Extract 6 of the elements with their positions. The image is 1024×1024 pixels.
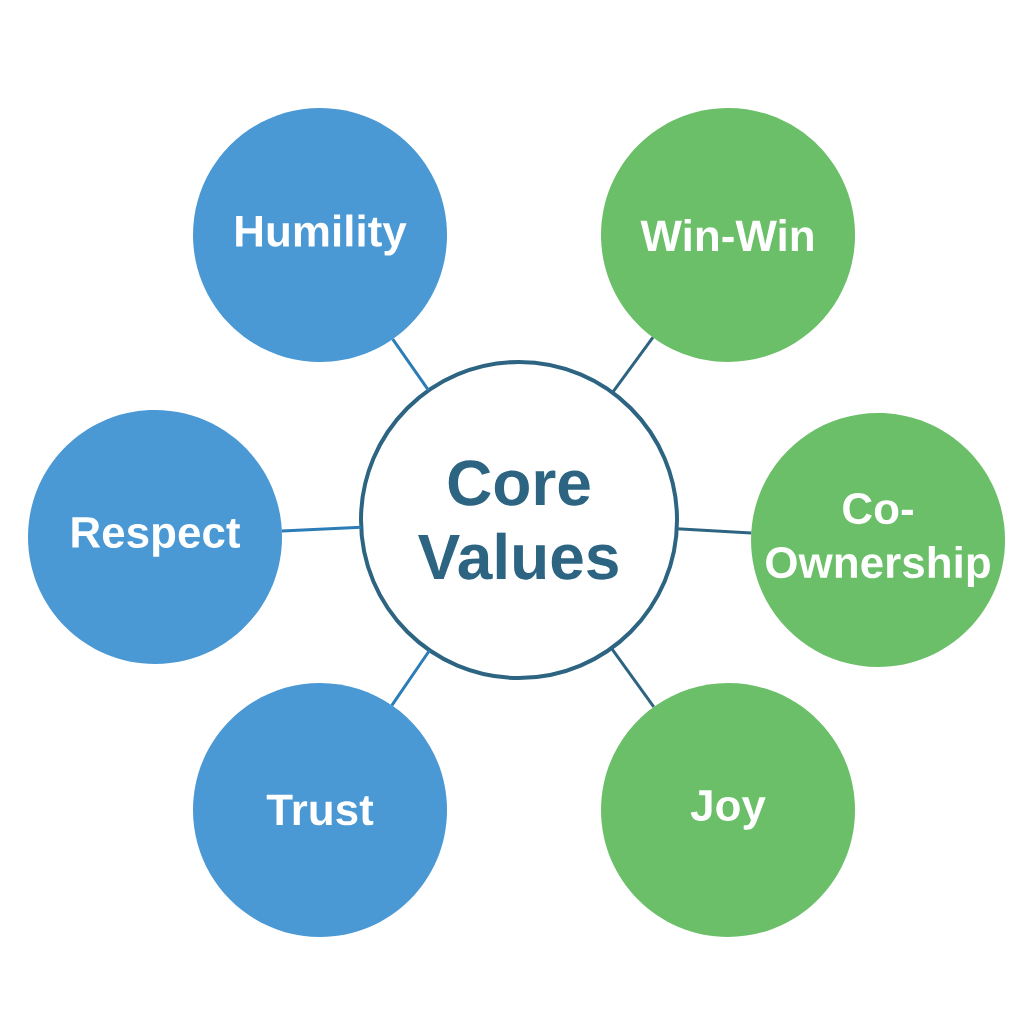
connector-line: [610, 647, 655, 708]
connector-line: [390, 649, 431, 707]
connector-line: [676, 527, 752, 535]
connector-line: [391, 338, 430, 392]
connector-line: [611, 336, 655, 394]
connector-line: [281, 525, 362, 533]
